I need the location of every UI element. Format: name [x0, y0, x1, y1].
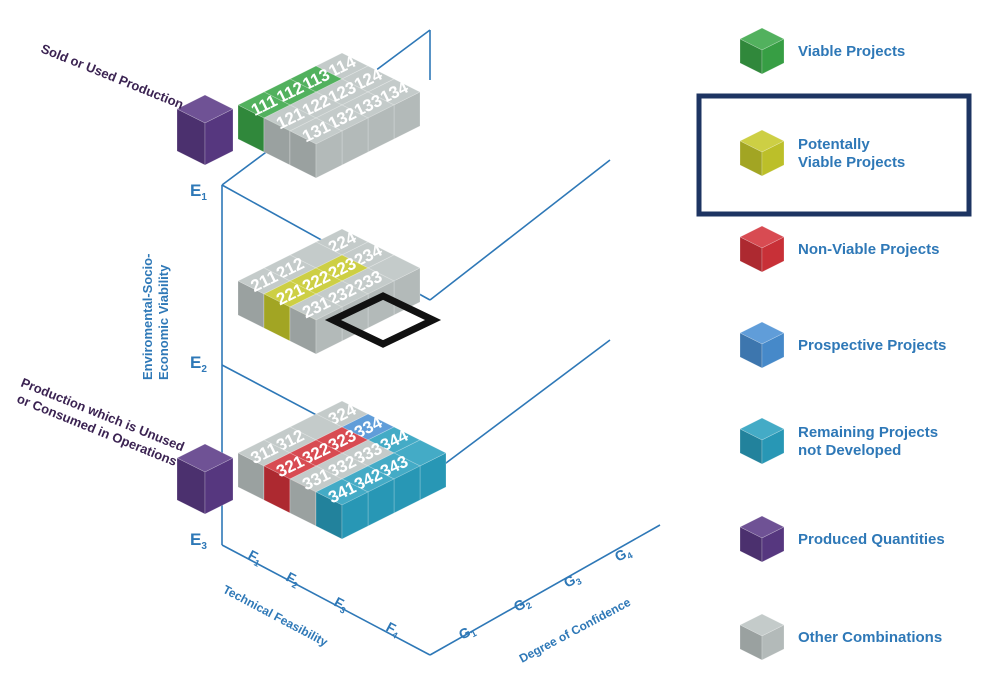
- e3-label: E3: [190, 530, 207, 552]
- g3-label: G3: [561, 569, 583, 592]
- produced-quantities-cube-bottom: [177, 444, 233, 514]
- e2-label: E2: [190, 353, 207, 375]
- g2-label: G2: [511, 593, 533, 616]
- legend-nonviable-icon: [740, 226, 784, 272]
- legend-remaining-text-1: Remaining Projects: [798, 424, 938, 441]
- legend-item-prospective: Prospective Projects: [740, 322, 946, 368]
- produced-quantities-cube-top: [177, 95, 233, 165]
- legend-prospective-icon: [740, 322, 784, 368]
- g-labels: G1 G2 G3 G4: [456, 543, 634, 644]
- sold-used-label: Sold or Used Production: [39, 41, 186, 112]
- legend-other-icon: [740, 614, 784, 660]
- legend-produced-icon: [740, 516, 784, 562]
- legend-remaining-icon: [740, 418, 784, 464]
- legend-prospective-text-1: Prospective Projects: [798, 337, 946, 354]
- g-axis-title: Degree of Confidence: [517, 595, 633, 666]
- e1-label: E1: [190, 181, 207, 203]
- f2-label: F2: [283, 569, 303, 591]
- legend-item-viable: Viable Projects: [740, 28, 905, 74]
- legend-nonviable-text-1: Non-Viable Projects: [798, 241, 939, 258]
- produced-cube-unused: [177, 444, 233, 514]
- legend-viable-icon: [740, 28, 784, 74]
- legend-item-nonviable: Non-Viable Projects: [740, 226, 939, 272]
- legend-potential-text-1: Potentally: [798, 136, 870, 153]
- legend-item-produced: Produced Quantities: [740, 516, 945, 562]
- f4-label: F4: [383, 619, 403, 641]
- legend-viable-text-1: Viable Projects: [798, 43, 905, 60]
- legend-potential-icon: [740, 130, 784, 176]
- e-axis-label-line1: Enviromental-Socio-: [140, 254, 155, 380]
- legend-item-other: Other Combinations: [740, 614, 942, 660]
- f-labels: F1 F2 F3 F4: [245, 547, 403, 641]
- produced-cube-sold: [177, 95, 233, 165]
- legend-produced-text-1: Produced Quantities: [798, 531, 945, 548]
- e-axis-label-line2: Economic Viability: [156, 264, 171, 380]
- legend-potential-text-2: Viable Projects: [798, 154, 905, 171]
- f-axis-title: Technical Feasibility: [221, 582, 331, 649]
- g1-label: G1: [456, 621, 478, 644]
- legend-other-text-1: Other Combinations: [798, 629, 942, 646]
- legend-remaining-text-2: not Developed: [798, 442, 901, 459]
